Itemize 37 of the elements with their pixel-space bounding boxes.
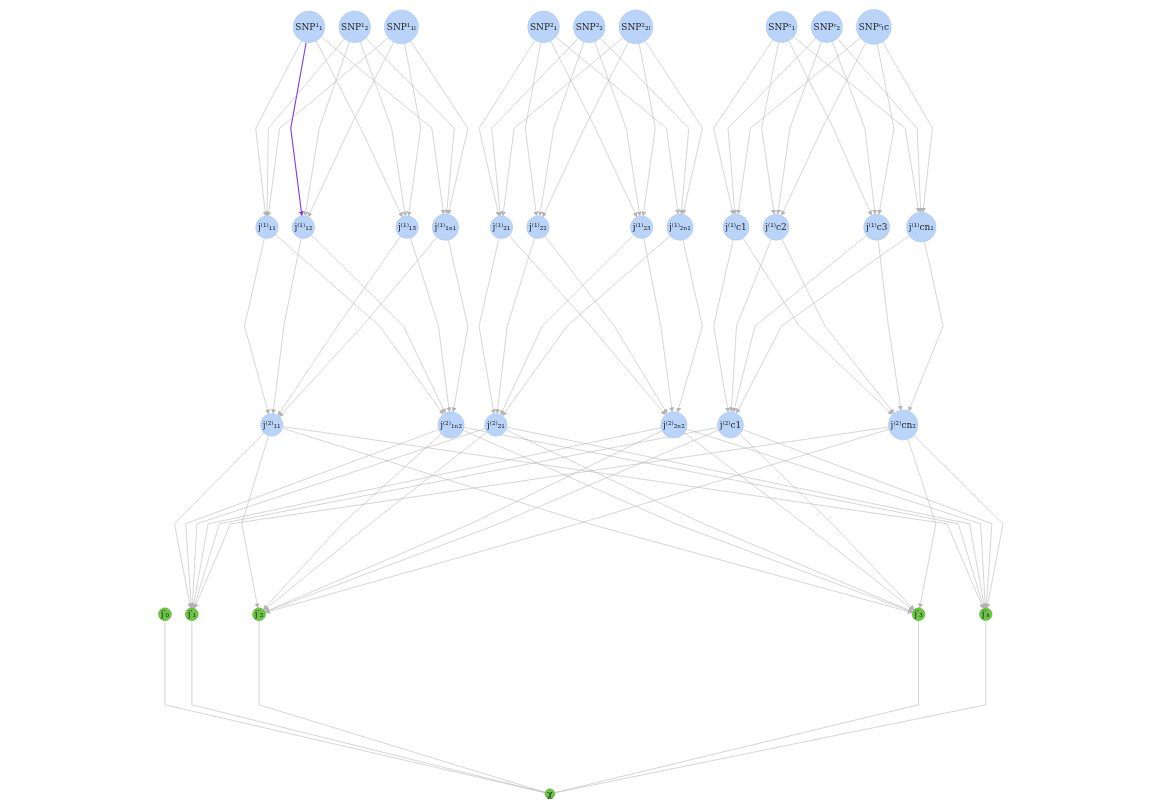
node-circle: j⁽¹⁾₁₁ (255, 215, 279, 239)
connector (554, 619, 919, 793)
node-circle: j⁽¹⁾₂ₙ₁ (666, 213, 694, 241)
node-circle: j⁽²⁾₂₁ (484, 412, 508, 436)
node-circle: χ (544, 788, 555, 799)
node-circle: SNPᶜₗc (855, 8, 892, 45)
node-circle: j⁽¹⁾₁₃ (395, 215, 419, 239)
node-circle: SNP¹₂ (338, 10, 371, 43)
node-circle: j′ₖ (978, 607, 993, 621)
node-circle: j⁽²⁾cn₂ (887, 409, 918, 440)
arrow (289, 41, 307, 216)
node-circle: j⁽²⁾c1 (716, 411, 744, 438)
node-circle: SNP¹₁ (292, 10, 325, 43)
node-circle: j⁽¹⁾₁ₙ₁ (431, 213, 459, 241)
node-circle: j⁽¹⁾c1 (722, 213, 750, 240)
node-circle: j⁽¹⁾₁₂ (291, 215, 315, 239)
node-circle: SNPᶜ₁ (765, 10, 798, 43)
node-circle: SNPᶜ₂ (810, 10, 843, 43)
node-circle: j⁽²⁾₁₁ (259, 412, 283, 436)
node-circle: j′₃ (911, 607, 925, 621)
node-circle: j⁽²⁾₂ₙ₂ (660, 411, 688, 438)
node-circle: SNP²₂ (572, 10, 606, 43)
node-circle: j⁽¹⁾c2 (762, 213, 790, 240)
node-circle: j⁽¹⁾c3 (863, 213, 890, 240)
node-circle: j⁽¹⁾₂₁ (489, 215, 513, 239)
node-circle: j⁽¹⁾₂₂ (526, 215, 550, 239)
node-circle: j′₂ (252, 607, 266, 621)
node-circle: j′₁ (184, 607, 199, 621)
node-circle: SNP²₂ₗ (618, 9, 653, 44)
node-circle: SNP²₁ (527, 10, 560, 43)
node-circle: SNP¹₁ₗ (383, 9, 419, 44)
connector (258, 619, 546, 793)
connector (554, 619, 986, 793)
node-circle: j⁽¹⁾₂₃ (629, 215, 653, 239)
node-circle: j⁽²⁾₁ₙ₂ (437, 411, 465, 438)
node-circle: j⁽¹⁾cn₁ (905, 211, 937, 242)
node-circle: j′₀ (157, 607, 172, 621)
